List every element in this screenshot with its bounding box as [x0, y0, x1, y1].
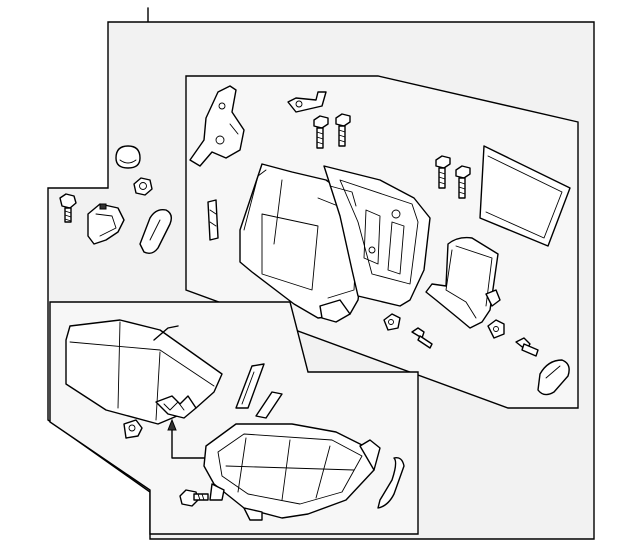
armrest-part[interactable] [425, 236, 501, 329]
bushing-icon[interactable] [383, 313, 505, 339]
back-panel-part[interactable] [479, 145, 571, 247]
bolt-pair-top[interactable] [313, 113, 351, 149]
push-pin-part[interactable] [123, 419, 143, 439]
small-bolt-part[interactable] [411, 327, 433, 349]
nut-icon[interactable] [133, 177, 153, 196]
spacer-part[interactable] [207, 199, 219, 241]
grommet-part[interactable] [515, 337, 539, 357]
handle-cover-part[interactable] [139, 208, 173, 255]
seat-cushion-pad-part[interactable] [65, 319, 223, 425]
seat-back-frame-part[interactable] [323, 165, 431, 307]
bolt-icon[interactable] [59, 193, 77, 223]
hinge-bracket-part[interactable] [189, 85, 245, 167]
seat-cushion-frame-part[interactable] [203, 423, 381, 521]
bolt-pair-right[interactable] [435, 155, 471, 199]
latch-cover-part[interactable] [287, 91, 327, 113]
strap-left-part[interactable] [235, 363, 283, 419]
mount-bolt-part[interactable] [179, 489, 209, 507]
cap-part[interactable] [115, 145, 141, 169]
hook-right-part[interactable] [377, 456, 405, 509]
bracket-part[interactable] [87, 203, 125, 245]
trim-cap-part[interactable] [537, 359, 570, 396]
pad-leader-arrow [153, 325, 179, 341]
